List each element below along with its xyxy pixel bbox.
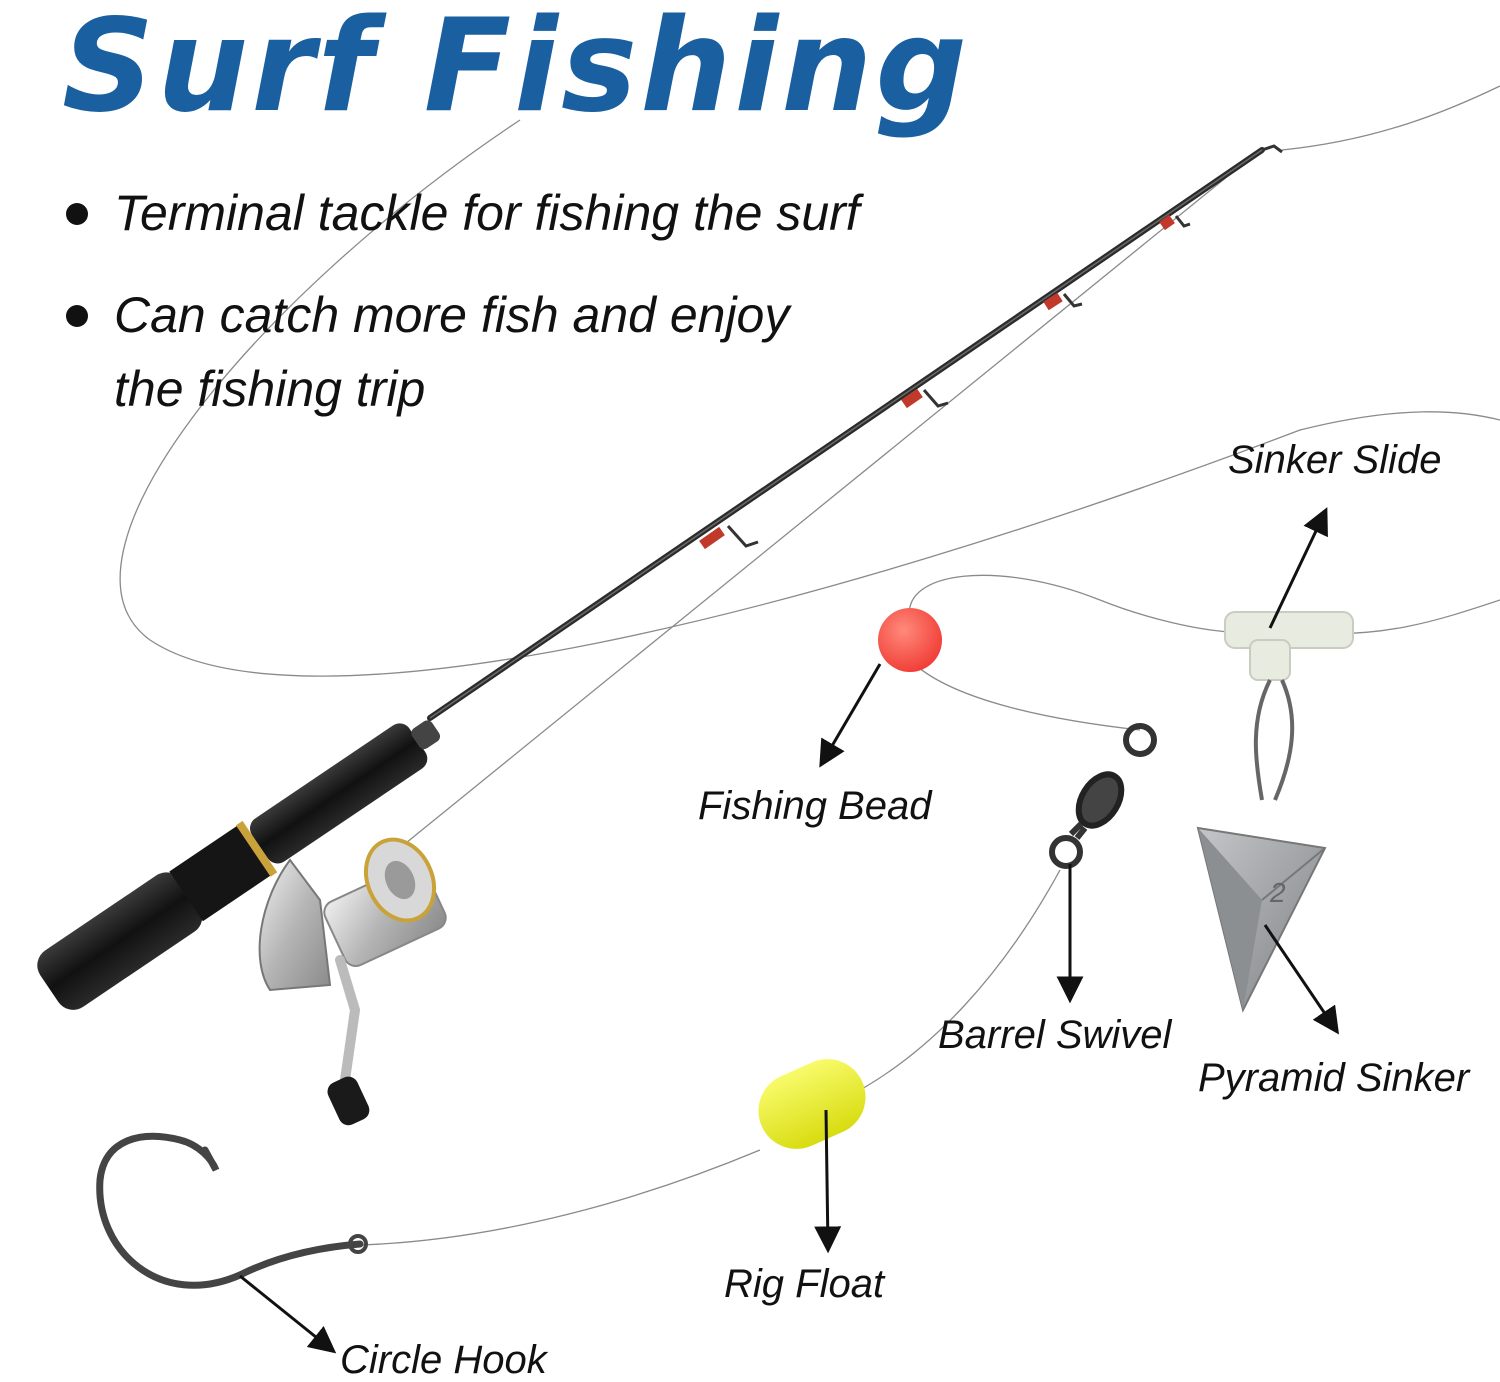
pointer-arrows [239, 507, 1340, 1354]
label-rig-float: Rig Float [724, 1262, 885, 1306]
feature-list: Terminal tackle for fishing the surf Can… [62, 176, 862, 454]
arrow-fishing-bead [819, 663, 882, 768]
label-circle-hook: Circle Hook [340, 1338, 547, 1382]
fishing-rod-icon [37, 144, 1283, 1010]
feature-text: Can catch more fish and enjoy the fishin… [114, 287, 790, 417]
sinker-slide-icon [1224, 611, 1354, 801]
bullet-icon [66, 305, 88, 327]
circle-hook-icon [96, 1132, 364, 1289]
bullet-icon [66, 203, 88, 225]
pyramid-sinker-icon: 2 [1196, 826, 1327, 1013]
arrow-rig-float [814, 1109, 842, 1254]
label-barrel-swivel: Barrel Swivel [938, 1013, 1172, 1057]
spinning-reel-icon [258, 837, 447, 1126]
fishing-line [119, 85, 1500, 1246]
barrel-swivel-icon [1049, 723, 1157, 869]
arrow-sinker-slide [1268, 507, 1328, 629]
feature-item: Terminal tackle for fishing the surf [62, 176, 862, 250]
label-pyramid-sinker: Pyramid Sinker [1198, 1056, 1470, 1100]
rig-float-icon [758, 1059, 866, 1149]
page-title: Surf Fishing [62, 0, 970, 141]
label-sinker-slide: Sinker Slide [1228, 438, 1442, 482]
feature-text: Terminal tackle for fishing the surf [114, 185, 860, 241]
arrow-circle-hook [239, 1274, 337, 1354]
label-fishing-bead: Fishing Bead [698, 784, 932, 828]
feature-item: Can catch more fish and enjoy the fishin… [62, 278, 862, 426]
fishing-bead-icon [878, 608, 942, 672]
arrow-pyramid-sinker [1263, 924, 1340, 1035]
sinker-marking: 2 [1269, 877, 1286, 908]
